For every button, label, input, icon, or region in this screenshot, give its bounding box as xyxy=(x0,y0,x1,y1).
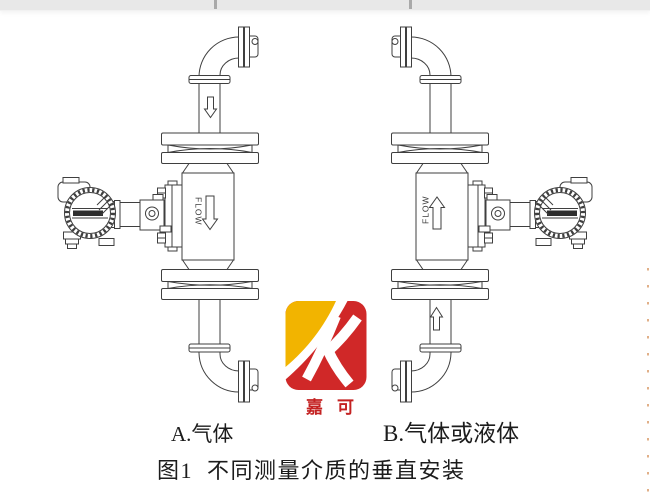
company-logo-text: 嘉可 xyxy=(306,398,368,417)
page-edge-dashed-line xyxy=(647,268,649,503)
inlet-flow-arrow-up-b xyxy=(429,306,444,331)
table-border-remnant xyxy=(409,0,412,9)
flowmeter-assembly-a xyxy=(56,25,261,404)
body-flow-arrow-down-a xyxy=(201,195,219,231)
table-border-remnant xyxy=(214,0,217,9)
logo-k-glyph xyxy=(302,314,362,388)
company-logo-icon xyxy=(285,301,367,390)
logo-yellow-swoosh xyxy=(285,301,339,371)
figure-caption: 图1 不同测量介质的垂直安装 xyxy=(157,458,466,483)
flow-label-a: FLOW xyxy=(194,197,204,226)
variant-b-label: B.气体或液体 xyxy=(383,421,520,446)
page-top-edge xyxy=(0,0,650,11)
flow-label-b: FLOW xyxy=(421,195,431,224)
inlet-flow-arrow-down-a xyxy=(203,96,218,119)
body-flow-arrow-up-b xyxy=(428,196,446,230)
variant-a-label: A.气体 xyxy=(171,422,234,446)
